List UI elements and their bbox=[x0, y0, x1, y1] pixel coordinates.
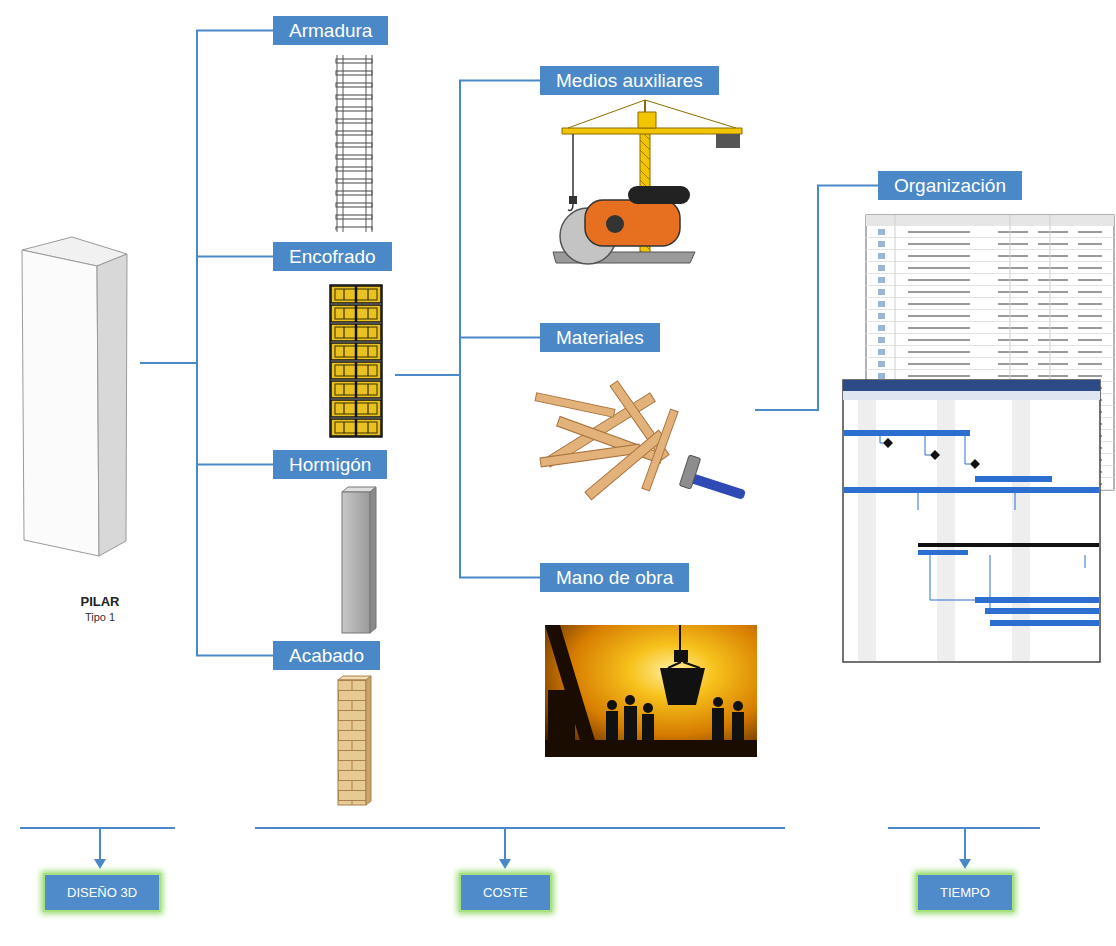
node-label: DISEÑO 3D bbox=[67, 875, 137, 910]
component-node: Hormigón bbox=[273, 450, 398, 636]
tree-connector bbox=[395, 338, 540, 376]
component-node: Armadura bbox=[273, 16, 398, 234]
result-box: COSTE bbox=[459, 873, 552, 912]
node-label: Mano de obra bbox=[540, 563, 689, 592]
result-box: TIEMPO bbox=[916, 873, 1014, 912]
node-label: Hormigón bbox=[273, 450, 387, 479]
resource-node: Mano de obra bbox=[540, 563, 760, 759]
node-label: Medios auxiliares bbox=[540, 66, 719, 95]
node-label: Materiales bbox=[540, 323, 660, 352]
bracket-arrow bbox=[20, 828, 1040, 862]
node-label: Organización bbox=[878, 171, 1022, 200]
tree-connector bbox=[140, 31, 273, 364]
workers-photo bbox=[545, 625, 757, 757]
finish-column bbox=[338, 676, 371, 805]
tree-connector bbox=[140, 363, 273, 656]
wood-planks-icon bbox=[535, 381, 678, 500]
tree-connector bbox=[395, 375, 540, 578]
node-label: Acabado bbox=[273, 641, 380, 670]
tree-connector bbox=[140, 257, 273, 364]
arrow-head bbox=[94, 859, 971, 869]
circular-saw-icon bbox=[553, 186, 695, 264]
formwork-stack bbox=[330, 285, 382, 437]
node-label: Tipo 1 bbox=[60, 610, 140, 624]
concrete-column bbox=[342, 487, 376, 633]
node-label: Armadura bbox=[273, 16, 388, 45]
result-box: DISEÑO 3D bbox=[43, 873, 161, 912]
resource-node: Medios auxiliares bbox=[540, 66, 755, 266]
planning-node: Organización bbox=[878, 171, 1114, 662]
rebar-cage bbox=[335, 55, 375, 232]
resource-node: Materiales bbox=[540, 323, 755, 503]
tree-connector bbox=[140, 363, 273, 465]
pillar-illustration bbox=[22, 237, 127, 556]
node-label: TIEMPO bbox=[940, 875, 990, 910]
tree-connector bbox=[395, 81, 540, 376]
component-node: Encofrado bbox=[273, 242, 395, 442]
hammer-icon bbox=[679, 455, 746, 500]
pillar-node: PILARTipo 1 bbox=[20, 228, 140, 624]
tree-connector bbox=[755, 186, 878, 411]
node-label: PILAR bbox=[60, 593, 140, 610]
crane-icon bbox=[562, 100, 742, 260]
node-label: COSTE bbox=[483, 875, 528, 910]
node-label: Encofrado bbox=[273, 242, 392, 271]
component-node: Acabado bbox=[273, 641, 398, 807]
gantt-screenshot bbox=[843, 380, 1100, 662]
